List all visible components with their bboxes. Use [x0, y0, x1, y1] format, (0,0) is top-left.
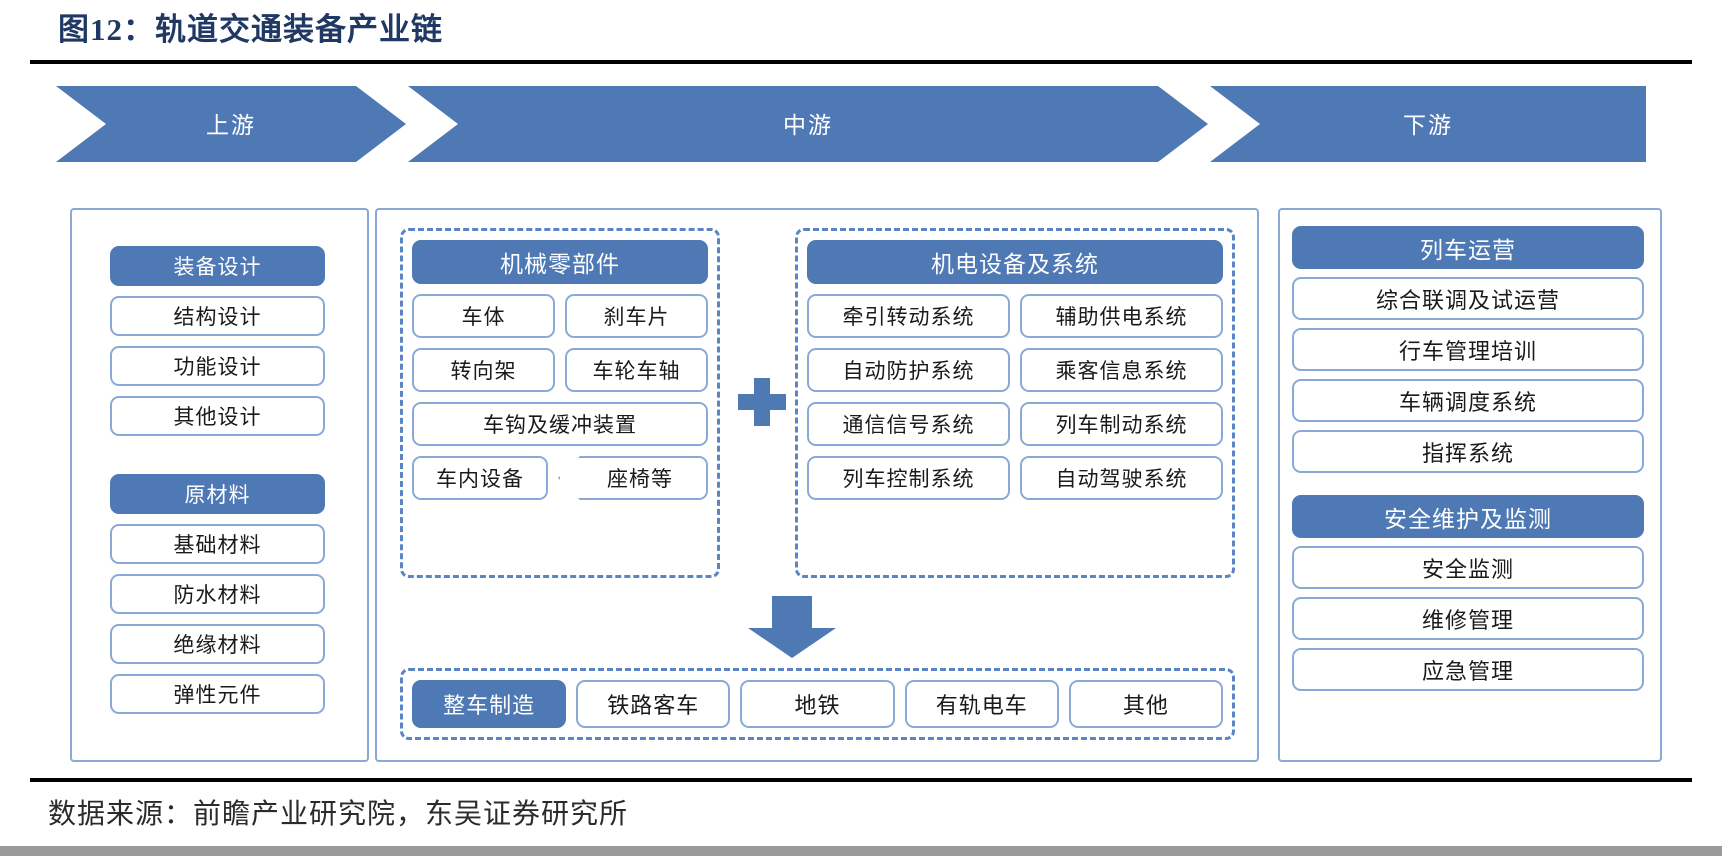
downstream-group-header-safety: 安全维护及监测: [1292, 495, 1644, 538]
electrical-item-train-control: 列车控制系统: [807, 456, 1010, 500]
banner-stage-upstream: 上游: [56, 86, 406, 162]
electrical-item-comm-signal: 通信信号系统: [807, 402, 1010, 446]
downstream-column: 列车运营 综合联调及试运营 行车管理培训 车辆调度系统 指挥系统 安全维护及监测…: [1292, 226, 1644, 691]
banner-label-downstream: 下游: [1403, 112, 1453, 138]
mechanical-item-brake-pad: 刹车片: [565, 294, 708, 338]
upstream-item-functional-design: 功能设计: [110, 346, 325, 386]
upstream-item-elastic-component: 弹性元件: [110, 674, 325, 714]
downstream-item-command-system: 指挥系统: [1292, 430, 1644, 473]
upstream-group-spacer: [110, 446, 325, 464]
banner-label-upstream: 上游: [206, 112, 256, 138]
upstream-item-other-design: 其他设计: [110, 396, 325, 436]
upstream-item-base-material: 基础材料: [110, 524, 325, 564]
mechanical-parts-group: 机械零部件 车体 刹车片 转向架 车轮车轴 车钩及缓冲装置 车内设备 座椅等: [412, 240, 708, 500]
upstream-group-header-materials: 原材料: [110, 474, 325, 514]
banner-label-midstream: 中游: [783, 112, 833, 138]
electrical-item-train-braking: 列车制动系统: [1020, 402, 1223, 446]
page-bottom-strip: [0, 846, 1722, 856]
upstream-item-insulation-material: 绝缘材料: [110, 624, 325, 664]
electrical-item-auxiliary-power: 辅助供电系统: [1020, 294, 1223, 338]
mechanical-item-coupler-buffer: 车钩及缓冲装置: [412, 402, 708, 446]
vehicle-manufacturing-group-outline: [400, 668, 1235, 740]
mechanical-row-1: 车体 刹车片: [412, 294, 708, 338]
source-note: 数据来源：前瞻产业研究院，东吴证券研究所: [48, 799, 629, 830]
downstream-item-vehicle-dispatch-system: 车辆调度系统: [1292, 379, 1644, 422]
mechanical-item-interior-equipment: 车内设备: [412, 456, 548, 500]
upstream-item-structural-design: 结构设计: [110, 296, 325, 336]
downstream-item-integrated-commissioning: 综合联调及试运营: [1292, 277, 1644, 320]
electromechanical-row-2: 自动防护系统 乘客信息系统: [807, 348, 1223, 392]
downstream-item-emergency-management: 应急管理: [1292, 648, 1644, 691]
vehicle-group-header: 整车制造: [412, 680, 567, 728]
electromechanical-group-outline: [795, 228, 1235, 578]
mechanical-item-carbody: 车体: [412, 294, 555, 338]
electromechanical-group: 机电设备及系统 牵引转动系统 辅助供电系统 自动防护系统 乘客信息系统 通信信号…: [807, 240, 1223, 500]
stage-banner: 上游 中游 下游: [56, 86, 1646, 162]
vehicle-item-other: 其他: [1068, 680, 1224, 728]
vehicle-manufacturing-group: 整车制造 铁路客车 地铁 有轨电车 其他: [412, 680, 1224, 728]
footer-divider: [30, 778, 1692, 782]
mechanical-row-3: 车钩及缓冲装置: [412, 402, 708, 446]
electromechanical-row-1: 牵引转动系统 辅助供电系统: [807, 294, 1223, 338]
vehicle-item-railway-coach: 铁路客车: [576, 680, 731, 728]
electromechanical-row-3: 通信信号系统 列车制动系统: [807, 402, 1223, 446]
mechanical-row-4: 车内设备 座椅等: [412, 456, 708, 500]
electrical-item-passenger-info: 乘客信息系统: [1020, 348, 1223, 392]
electrical-item-auto-protection: 自动防护系统: [807, 348, 1010, 392]
electromechanical-group-header: 机电设备及系统: [807, 240, 1223, 284]
electrical-item-auto-driving: 自动驾驶系统: [1020, 456, 1223, 500]
electrical-item-traction-system: 牵引转动系统: [807, 294, 1010, 338]
banner-stage-midstream: 中游: [408, 86, 1208, 162]
plus-icon: [738, 378, 786, 426]
banner-stage-downstream: 下游: [1210, 86, 1646, 162]
downstream-item-maintenance-management: 维修管理: [1292, 597, 1644, 640]
mechanical-item-wheel-axle: 车轮车轴: [565, 348, 708, 392]
title-divider: [30, 60, 1692, 64]
mechanical-row-2: 转向架 车轮车轴: [412, 348, 708, 392]
vehicle-item-metro: 地铁: [740, 680, 895, 728]
upstream-item-waterproof-material: 防水材料: [110, 574, 325, 614]
mechanical-item-seats-etc: 座椅等: [558, 456, 708, 500]
vehicle-item-tram: 有轨电车: [904, 680, 1059, 728]
downstream-item-driving-management-training: 行车管理培训: [1292, 328, 1644, 371]
downstream-group-spacer: [1292, 481, 1644, 487]
downstream-group-header-operation: 列车运营: [1292, 226, 1644, 269]
upstream-column: 装备设计 结构设计 功能设计 其他设计 原材料 基础材料 防水材料 绝缘材料 弹…: [110, 246, 325, 714]
electromechanical-row-4: 列车控制系统 自动驾驶系统: [807, 456, 1223, 500]
upstream-group-header-design: 装备设计: [110, 246, 325, 286]
page-title: 图12：轨道交通装备产业链: [58, 12, 443, 47]
mechanical-group-header: 机械零部件: [412, 240, 708, 284]
mechanical-parts-group-outline: [400, 228, 720, 578]
mechanical-item-bogie: 转向架: [412, 348, 555, 392]
downstream-item-safety-monitoring: 安全监测: [1292, 546, 1644, 589]
